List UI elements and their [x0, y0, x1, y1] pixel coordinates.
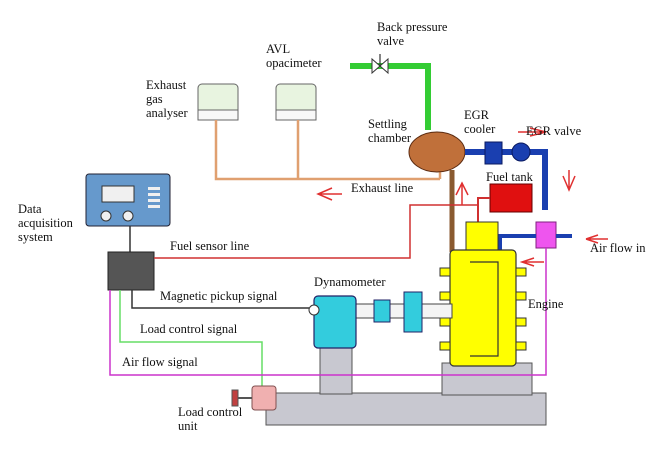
settling-chamber	[408, 131, 466, 173]
egr-valve-label: EGR valve	[526, 124, 582, 138]
exhaust-gas-analyser	[197, 83, 239, 121]
air-flow-signal-label: Air flow signal	[122, 355, 198, 369]
engine-label: Engine	[528, 297, 564, 311]
engine-pedestal	[441, 362, 533, 396]
avl-opacimeter	[275, 83, 317, 121]
load-control-unit-label: Load control unit	[178, 405, 245, 433]
egr-cooler-label: EGR cooler	[464, 108, 496, 136]
settling-chamber-label: Settling chamber	[368, 117, 412, 145]
air-flow-in-label: Air flow in	[590, 241, 646, 255]
flywheel	[403, 291, 423, 333]
load-control-unit	[251, 385, 277, 411]
dynamometer-label: Dynamometer	[314, 275, 386, 289]
fuel-feed-line	[477, 197, 490, 222]
back-pressure-valve-icon	[371, 54, 389, 75]
flow-arrow-icon	[316, 127, 608, 267]
exhaust-line-label: Exhaust line	[351, 181, 414, 195]
exhaust-gas-analyser-label: Exhaust gas analyser	[146, 78, 189, 120]
magnetic-pickup-sensor	[308, 304, 320, 316]
data-acquisition-system-label: Data acquisition system	[18, 202, 76, 244]
data-acquisition-system	[85, 173, 171, 227]
egr-cooler	[484, 141, 503, 165]
load-control-signal-line	[119, 290, 263, 390]
air-intake-box	[535, 221, 557, 249]
egr-valve	[511, 142, 531, 162]
shaft-coupling	[373, 299, 391, 323]
fuel-tank	[489, 183, 533, 213]
dynamometer	[313, 295, 357, 349]
load-control-unit-cap	[231, 389, 239, 407]
daq-interface-box	[107, 251, 155, 291]
dynamometer-pedestal	[319, 345, 353, 395]
load-control-signal-label: Load control signal	[140, 322, 238, 336]
back-pressure-valve-label: Back pressure valve	[377, 20, 451, 48]
fuel-tank-label: Fuel tank	[486, 170, 534, 184]
fuel-sensor-line-label: Fuel sensor line	[170, 239, 250, 253]
avl-opacimeter-label: AVL opacimeter	[266, 42, 322, 70]
air-flow-signal-line	[109, 248, 547, 376]
engine	[439, 221, 527, 367]
egr-pipe	[465, 149, 548, 210]
air-intake-pipe	[498, 234, 572, 250]
magnetic-pickup-signal-line	[131, 290, 309, 309]
magnetic-pickup-signal-label: Magnetic pickup signal	[160, 289, 278, 303]
fuel-sensor-line	[154, 204, 478, 259]
test-bed-base	[265, 392, 547, 426]
